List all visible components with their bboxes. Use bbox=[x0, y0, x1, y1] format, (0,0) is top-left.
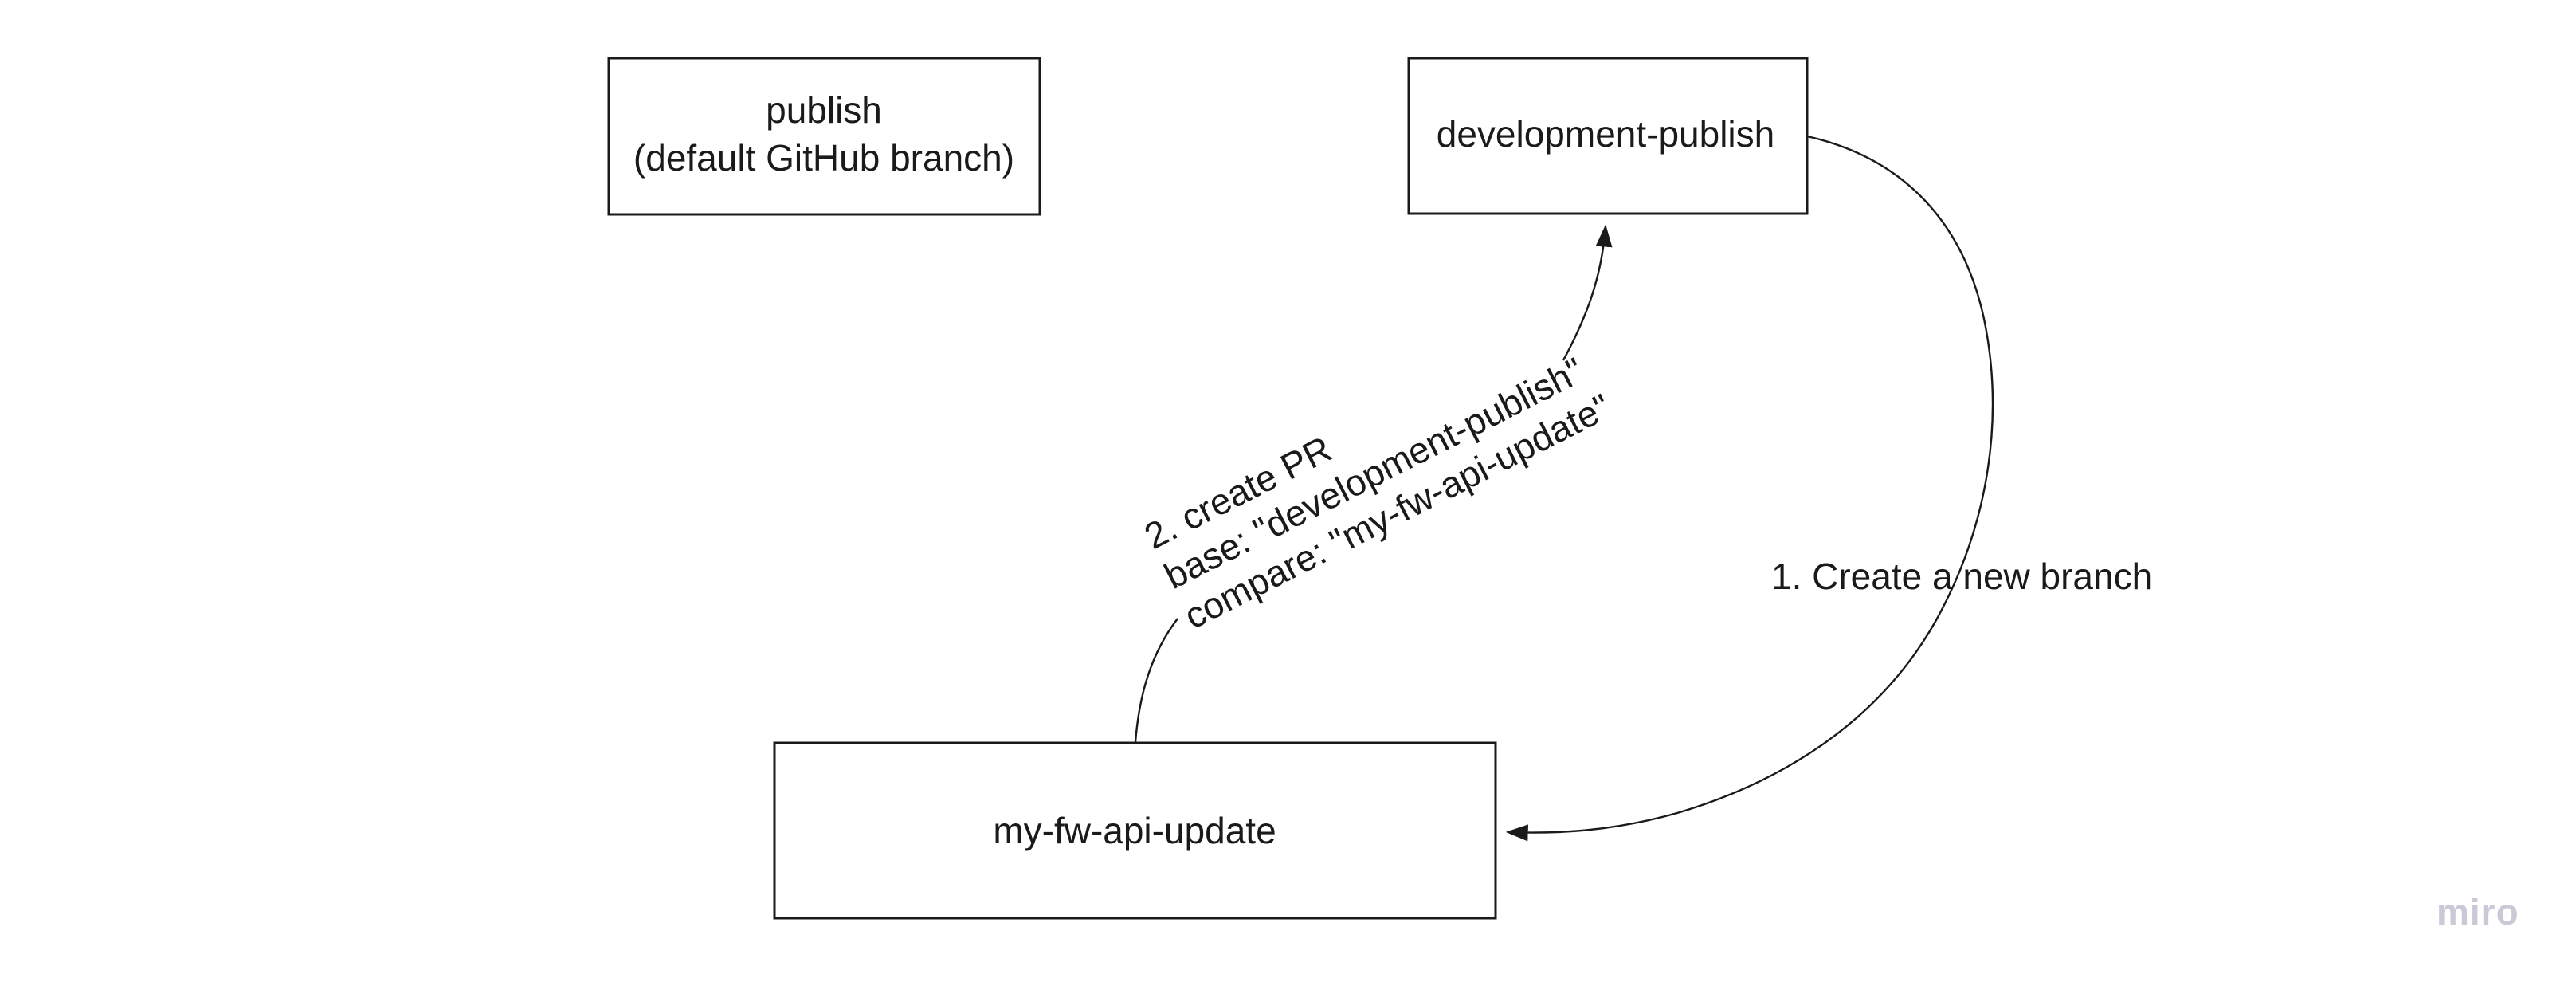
connector-create-new-branch[interactable] bbox=[1505, 135, 1994, 842]
connector-create-pr-label-line2: base: "development-publish" bbox=[1158, 349, 1590, 597]
node-development-publish-label: development-publish bbox=[1437, 113, 1775, 155]
node-my-fw-api-update-label: my-fw-api-update bbox=[993, 810, 1276, 851]
node-my-fw-api-update-box[interactable] bbox=[773, 741, 1497, 920]
node-publish-label-line2: (default GitHub branch) bbox=[633, 137, 1014, 179]
connector-create-pr-lower-segment[interactable] bbox=[1134, 618, 1178, 743]
miro-logo-watermark: miro bbox=[2437, 891, 2519, 933]
connector-create-pr-upper-segment[interactable] bbox=[1562, 224, 1613, 361]
node-publish-box[interactable] bbox=[607, 57, 1041, 216]
connector-create-new-branch-label: 1. Create a new branch bbox=[1771, 556, 2152, 597]
node-development-publish-box[interactable] bbox=[1407, 57, 1809, 215]
node-publish-label-line1: publish bbox=[766, 89, 882, 131]
